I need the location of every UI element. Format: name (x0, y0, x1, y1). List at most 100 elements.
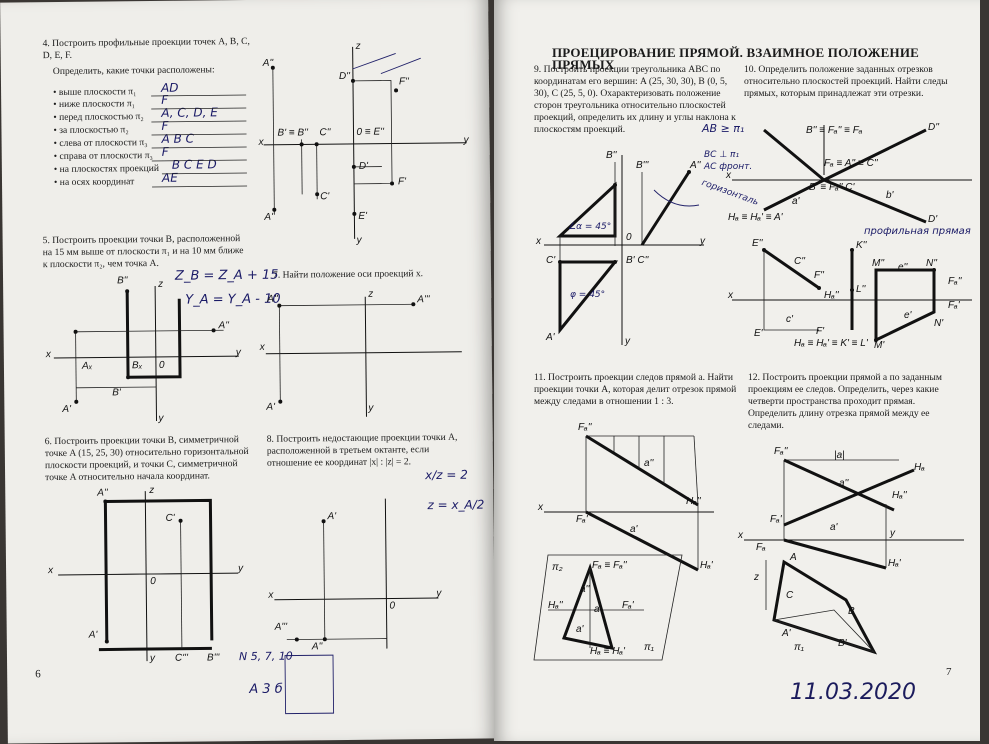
label: Fₐ ≡ Fₐ'' (592, 560, 627, 571)
label: F' (816, 326, 825, 337)
axis-label: x (726, 170, 731, 181)
axis-label: y (436, 587, 442, 600)
left-page: 4. Построить профильные проекции точек A… (0, 0, 496, 744)
handwritten-note: AB ≥ π₁ (702, 122, 745, 135)
label: A''' (274, 621, 288, 633)
label: M'' (872, 258, 885, 269)
label: a (594, 604, 600, 615)
task4-diagram (151, 46, 467, 239)
handwritten-note: N 5, 7, 10 (238, 649, 293, 664)
label: B (848, 606, 855, 617)
task6-diagram (58, 491, 239, 662)
label: D' (928, 214, 938, 225)
handwritten-note: BC ⊥ π₁ (704, 150, 740, 160)
task5-diagram (53, 285, 239, 421)
label: π₁ (794, 642, 804, 653)
label: C' (546, 255, 556, 266)
label: C (786, 590, 794, 601)
label: Hₐ' (700, 560, 713, 571)
label: A' (327, 511, 337, 523)
label: a' (830, 522, 838, 533)
label: Hₐ (914, 462, 925, 473)
axis-label: y (700, 236, 705, 247)
label: M' (874, 340, 885, 351)
label: N'' (926, 258, 938, 269)
label: a' (576, 624, 584, 635)
label: Fₐ ≡ A'' ≡ C'' (824, 158, 878, 169)
label: Hₐ' (888, 558, 901, 569)
task12-text: 12. Построить проекции прямой a по задан… (748, 372, 942, 431)
label: Fₐ (756, 542, 766, 553)
task11-diagram (533, 434, 714, 661)
label: 0 (389, 600, 396, 612)
label: Hₐ'' (548, 600, 563, 611)
handwritten-note: φ = 45° (570, 290, 606, 300)
label: A' (782, 628, 791, 639)
axis-label: x (536, 236, 541, 247)
label: A' (546, 332, 555, 343)
label: E'' (752, 238, 763, 249)
task8-diagram (274, 498, 439, 715)
label: B'' (606, 150, 617, 161)
label: a'' (644, 458, 654, 469)
axis-label: y (625, 336, 630, 347)
task12-diagram (744, 458, 964, 655)
label: Fₐ' (948, 300, 960, 311)
label: Hₐ'' (892, 490, 907, 501)
label: C'' (794, 256, 806, 267)
handwritten-note: профильная прямая (864, 226, 971, 237)
label: Fₐ'' (774, 446, 788, 457)
label: a'' (839, 478, 849, 489)
page-number: 7 (946, 666, 952, 678)
label: Hₐ ≡ Hₐ' ≡ K' ≡ L' (794, 338, 868, 349)
label: A'' (690, 160, 701, 171)
label: K'' (856, 240, 867, 251)
label: E' (754, 328, 763, 339)
label: B' ≡ Fₐ'' C' (809, 182, 855, 193)
axis-label: x (268, 589, 274, 601)
axis-label: z (754, 572, 759, 583)
task10-text: 10. Определить положение заданных отрезк… (744, 64, 948, 99)
label: N' (934, 318, 944, 329)
label: π₁ (644, 642, 654, 653)
right-page: ПРОЕЦИРОВАНИЕ ПРЯМОЙ. ВЗАИМНОЕ ПОЛОЖЕНИЕ… (494, 0, 980, 741)
handwritten-note: AC фронт. (704, 162, 753, 172)
label: D'' (928, 122, 940, 133)
label: e'' (898, 262, 908, 273)
handwritten-note: A 3 б (249, 681, 283, 698)
page-number: 6 (35, 668, 41, 681)
label: b' (886, 190, 894, 201)
label: B' (838, 638, 847, 649)
handwritten-note: x/z = 2 (425, 467, 468, 483)
label: Fₐ'' (948, 276, 962, 287)
task7-diagram (265, 296, 462, 417)
label: 0 (626, 232, 632, 243)
label: |a| (834, 450, 845, 461)
axis-label: x (728, 290, 733, 301)
label: a'' (580, 584, 590, 595)
task10-diagram (732, 125, 972, 343)
section-heading: ПРОЕЦИРОВАНИЕ ПРЯМОЙ. ВЗАИМНОЕ ПОЛОЖЕНИЕ… (552, 45, 920, 72)
label: Fₐ'' (578, 422, 592, 433)
handwritten-note: ∠α = 45° (568, 222, 612, 232)
axis-label: x (738, 530, 743, 541)
label: A (790, 552, 797, 563)
label: L'' (856, 284, 866, 295)
handwritten-note: z = x_A/2 (427, 497, 485, 513)
label: a' (630, 524, 638, 535)
label: Hₐ ≡ Hₐ' (590, 646, 625, 657)
label: F'' (814, 270, 824, 281)
label: B' C'' (626, 255, 649, 266)
axis-label: x (538, 502, 543, 513)
label: y (890, 528, 895, 539)
label: Hₐ'' (686, 496, 701, 507)
label: B''' (636, 160, 649, 171)
label: Fₐ' (770, 514, 782, 525)
task9-diagram (544, 155, 704, 345)
label: c' (786, 314, 793, 325)
label: Hₐ'' (824, 290, 839, 301)
label: π₂ (552, 562, 563, 573)
label: Hₐ ≡ Hₐ' ≡ A' (728, 212, 783, 223)
label: Fₐ' (576, 514, 588, 525)
